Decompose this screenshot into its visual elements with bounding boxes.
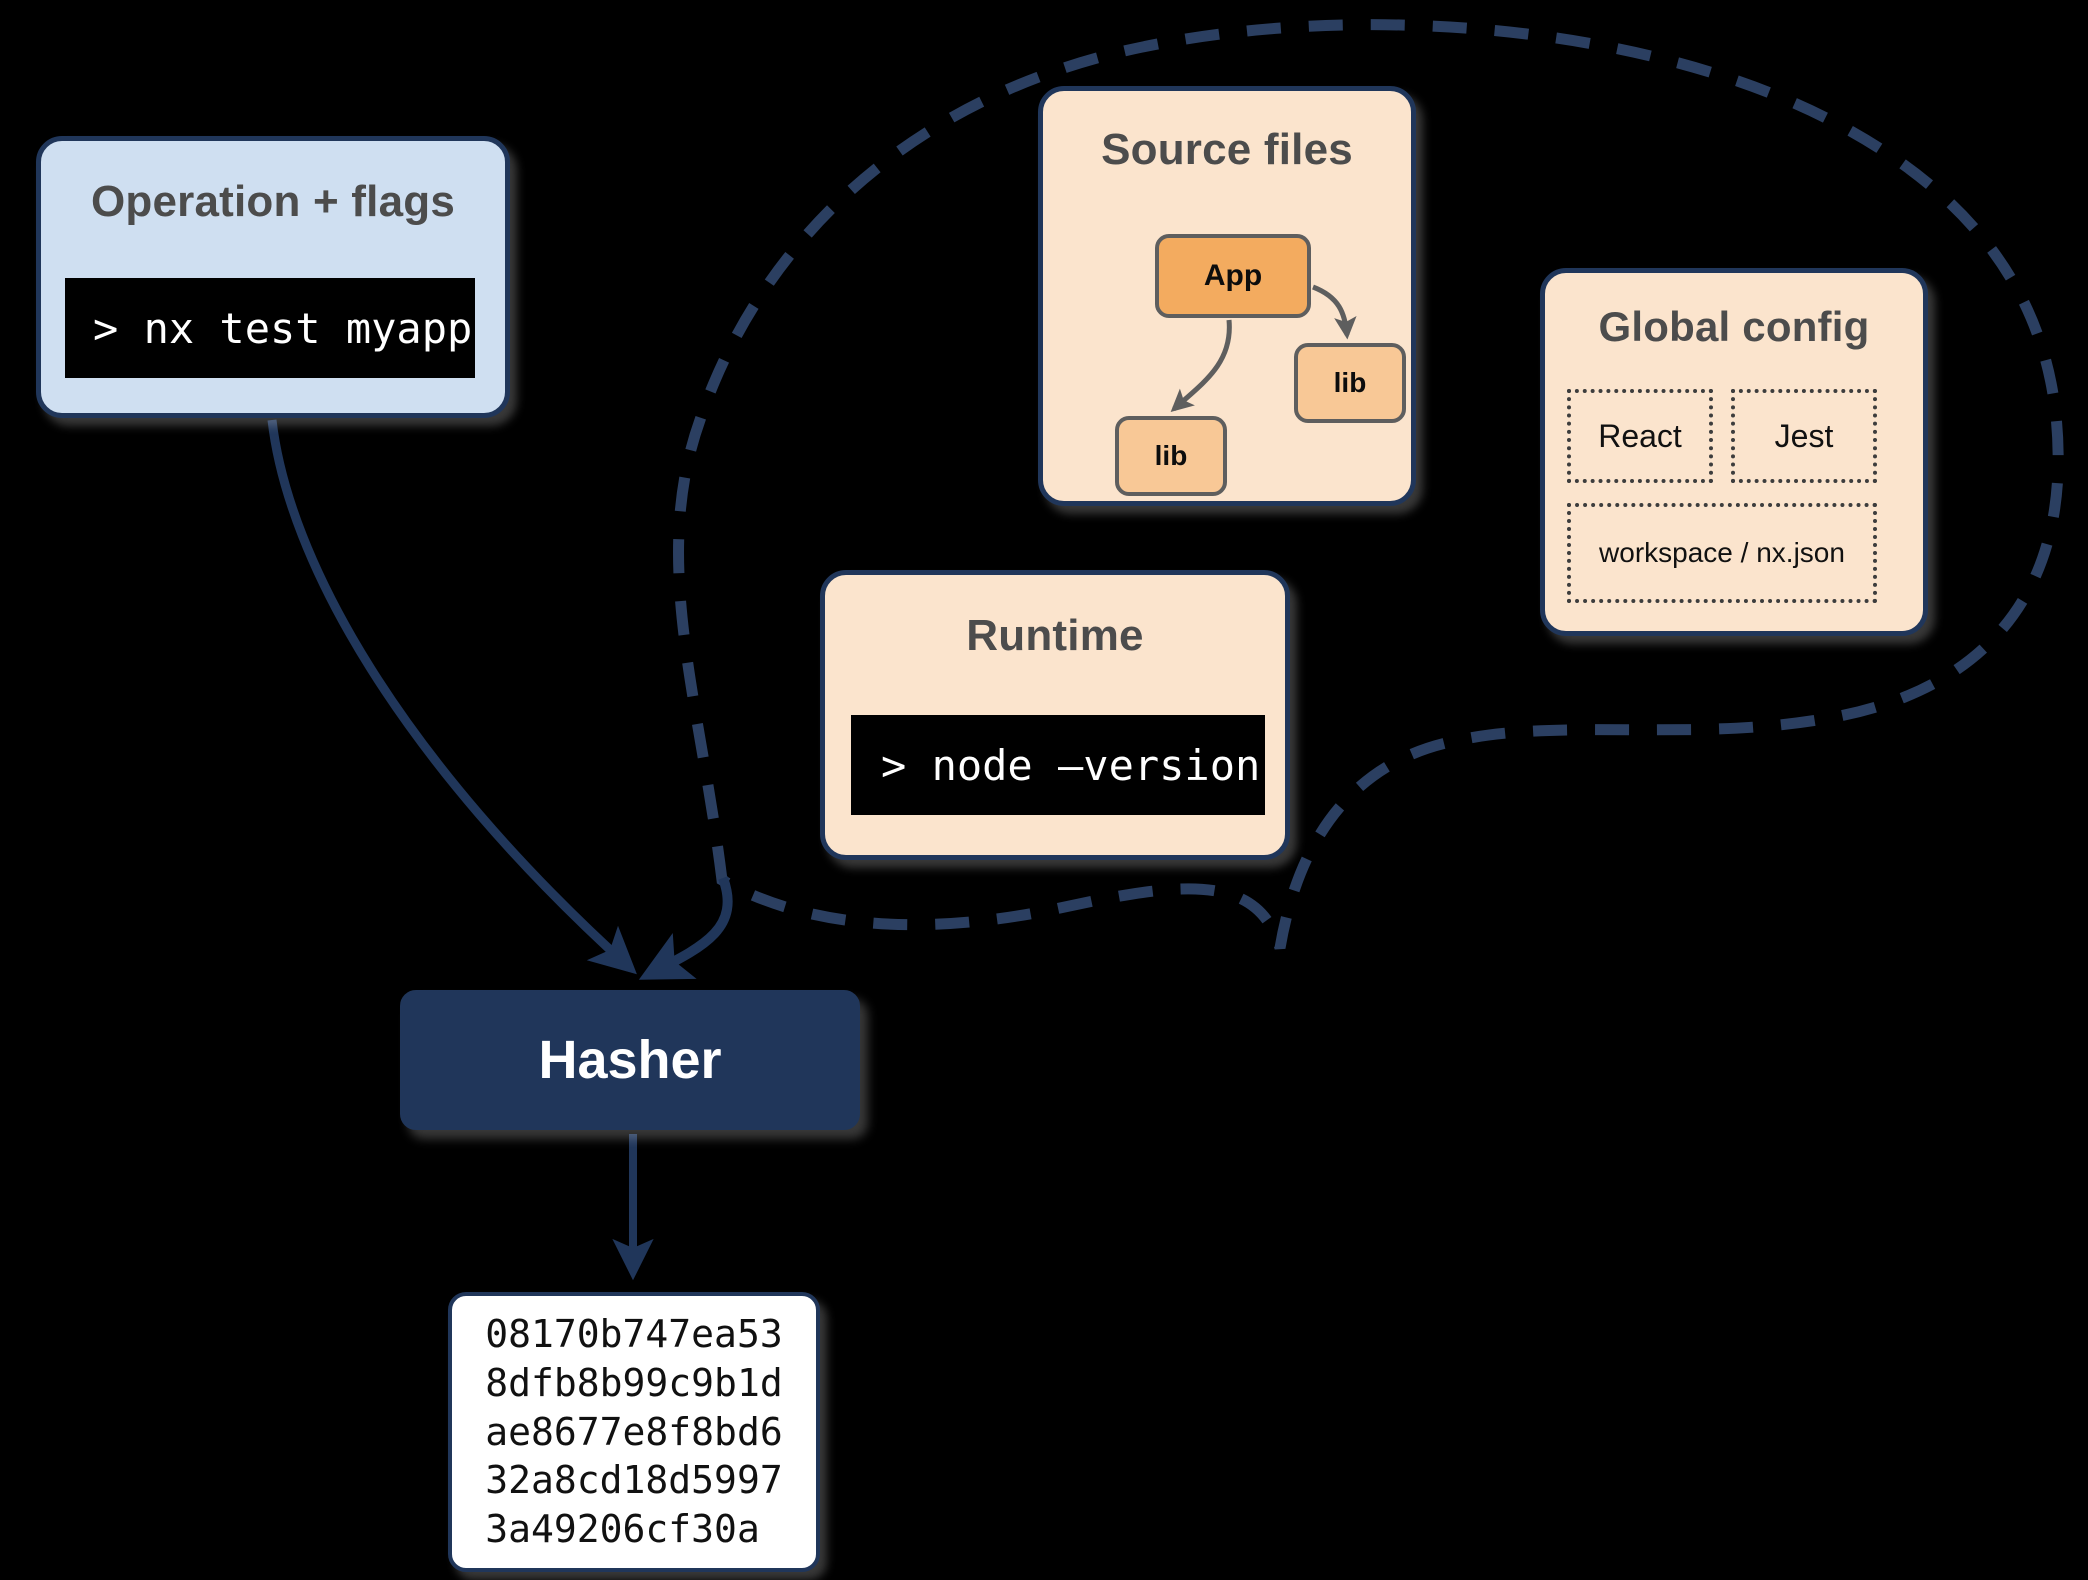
config-slot-workspace-label: workspace / nx.json [1599,537,1845,568]
config-slot-workspace: workspace / nx.json [1567,503,1877,603]
config-slot-jest: Jest [1731,389,1877,483]
global-config-title: Global config [1598,303,1870,350]
graph-node-app-label: App [1203,259,1263,292]
config-slot-jest-label: Jest [1774,417,1834,454]
graph-node-lib-left-label: lib [1154,440,1188,471]
edge-app-to-lib-right [1312,284,1357,340]
hasher-label: Hasher [538,1030,722,1090]
config-slot-react-label: React [1598,417,1682,454]
operation-command-text: > nx test myapp [93,303,473,353]
graph-node-lib-right[interactable]: lib [1294,343,1406,423]
operation-terminal: > nx test myapp [65,278,475,378]
config-slot-react: React [1567,389,1713,483]
edge-app-to-lib-left [1170,319,1232,413]
hash-output-text: 08170b747ea53 8dfb8b99c9b1d ae8677e8f8bd… [485,1312,783,1551]
graph-node-lib-right-label: lib [1333,367,1367,398]
runtime-title: Runtime [966,611,1144,660]
graph-node-lib-left[interactable]: lib [1115,416,1227,496]
arrow-inputs-to-hasher [638,876,733,980]
source-files-title: Source files [1101,125,1353,174]
graph-node-app[interactable]: App [1155,234,1311,318]
operation-flags-title: Operation + flags [90,177,456,226]
arrow-operation-to-hasher [267,419,637,975]
global-config-card: Global config React Jest workspace / nx.… [1540,268,1928,636]
source-files-card: Source files App lib lib [1038,86,1416,506]
hasher-card: Hasher [400,990,860,1130]
runtime-card: Runtime > node –version [820,570,1290,860]
operation-flags-card: Operation + flags > nx test myapp [36,136,510,418]
runtime-command-text: > node –version [881,740,1261,790]
hash-output-card: 08170b747ea53 8dfb8b99c9b1d ae8677e8f8bd… [448,1292,820,1572]
runtime-terminal: > node –version [851,715,1265,815]
